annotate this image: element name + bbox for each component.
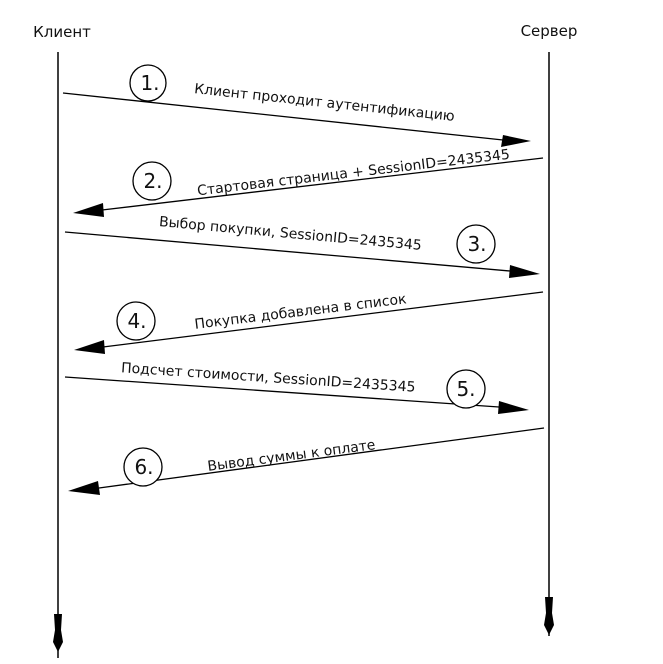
message-3-arrow-line	[64, 231, 511, 272]
message-4: Покупка добавлена в список 4.	[74, 291, 544, 354]
message-3: Выбор покупки, SessionID=2435345 3.	[64, 214, 540, 278]
message-4-step-circle	[116, 301, 156, 341]
message-3-step-number: 3.	[467, 232, 486, 256]
message-4-arrow-line	[102, 291, 544, 348]
message-2-arrow-line	[101, 157, 544, 211]
message-6-step-circle	[123, 447, 163, 487]
message-2: Стартовая страница + SessionID=2435345 2…	[73, 147, 544, 217]
message-4-step-number: 4.	[127, 309, 146, 333]
message-6: Вывод суммы к оплате 6.	[68, 427, 545, 495]
message-1: Клиент проходит аутентификацию 1.	[62, 64, 531, 147]
message-1-step-number: 1.	[140, 71, 159, 95]
message-6-step-number: 6.	[134, 455, 153, 479]
message-1-arrow-line	[62, 92, 504, 141]
message-2-step-number: 2.	[143, 169, 162, 193]
message-1-label: Клиент проходит аутентификацию	[193, 81, 455, 125]
client-lifeline-label: Клиент	[33, 23, 91, 41]
message-5-step-circle	[446, 369, 486, 409]
server-lifeline-label: Сервер	[521, 22, 578, 40]
message-3-label: Выбор покупки, SessionID=2435345	[158, 214, 422, 254]
message-6-arrow-line	[98, 427, 545, 489]
message-4-arrowhead	[74, 340, 105, 354]
message-2-label: Стартовая страница + SessionID=2435345	[196, 147, 510, 200]
message-6-arrowhead	[68, 481, 100, 495]
message-5-arrow-line	[64, 376, 500, 408]
message-2-arrowhead	[73, 203, 104, 217]
message-1-step-circle	[129, 64, 167, 102]
message-2-step-circle	[132, 161, 172, 201]
message-5-arrowhead	[498, 401, 529, 414]
message-4-label: Покупка добавлена в список	[194, 291, 408, 333]
message-1-arrowhead	[501, 135, 531, 147]
message-5-step-number: 5.	[456, 377, 475, 401]
client-lifeline-end-marker	[53, 614, 63, 652]
message-3-arrowhead	[509, 265, 540, 278]
message-3-step-circle	[456, 224, 496, 264]
message-6-label: Вывод суммы к оплате	[207, 437, 377, 475]
message-5: Подсчет стоимости, SessionID=2435345 5.	[64, 360, 529, 414]
server-lifeline-end-marker	[544, 597, 554, 635]
